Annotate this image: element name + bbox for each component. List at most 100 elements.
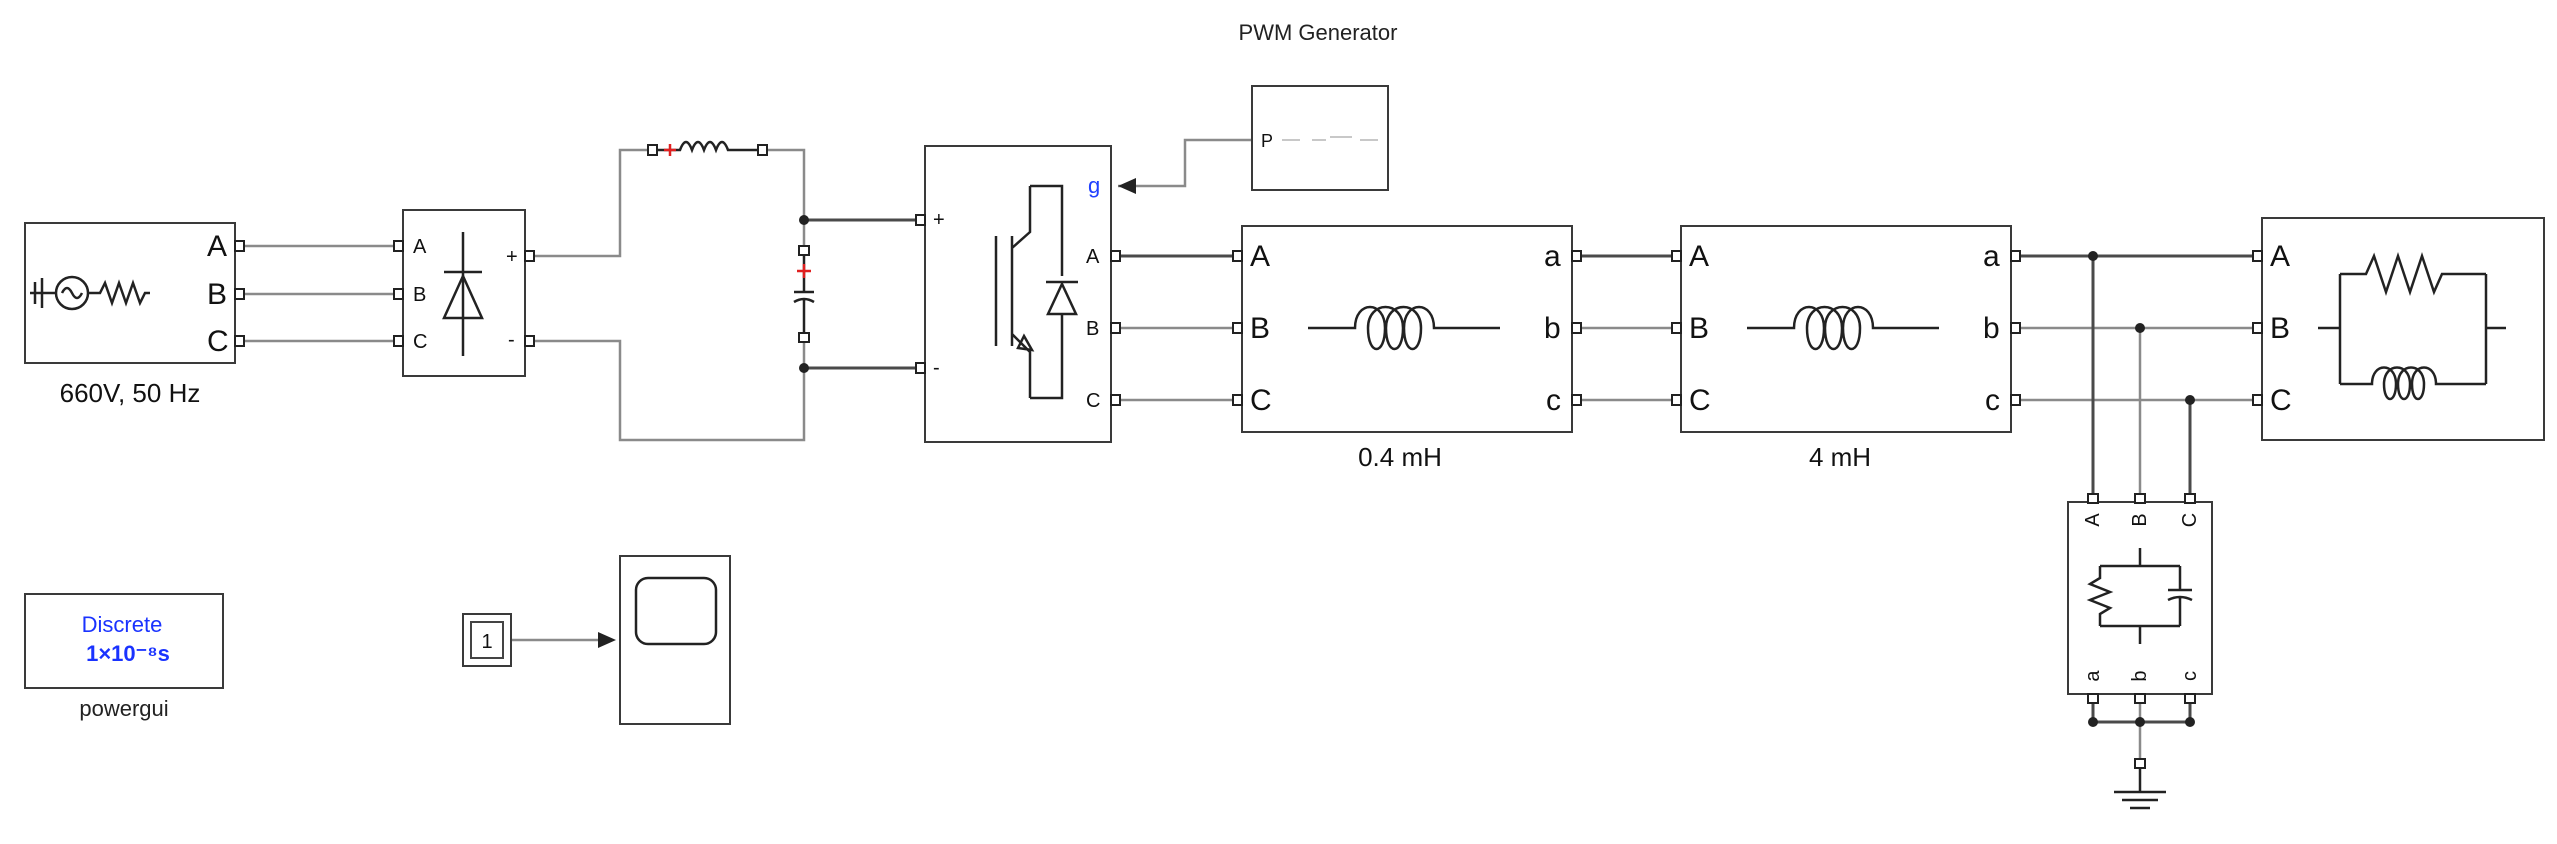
rc-port-top-a[interactable] [2087,493,2099,504]
dc-capacitor-block[interactable] [793,245,815,343]
filter2-port-in-b[interactable] [1671,322,1682,334]
rc-branch-icon [2086,548,2193,644]
powergui-block[interactable]: Discrete 1×10⁻⁸s powergui [24,593,224,721]
load-port-c[interactable] [2252,394,2263,406]
inverter-port-a[interactable] [1110,250,1121,262]
inverter-out-c-label: C [1086,390,1100,412]
source-port-b-label: B [207,278,227,311]
inverter-port-minus[interactable] [915,362,926,374]
ac-source-icon [30,275,150,311]
filter1-port-in-c[interactable] [1232,394,1243,406]
scope-block[interactable] [619,555,731,725]
load-in-a-label: A [2270,240,2290,273]
rc-port-top-b[interactable] [2134,493,2146,504]
filter1-out-a-label: a [1544,240,1561,273]
filter1-block-frame[interactable] [1241,225,1573,433]
rectifier-block[interactable]: A B C + - [393,209,535,377]
rc-port-bottom-b[interactable] [2134,693,2146,704]
wire-pwm-gate [1118,138,1252,188]
junction-dc-minus [799,363,809,373]
source-port-a[interactable] [234,240,245,252]
filter1-caption: 0.4 mH [1358,442,1442,472]
rectifier-port-in-c[interactable] [393,335,404,347]
dc-inductor-port-in[interactable] [647,144,658,156]
load-in-b-label: B [2270,312,2290,345]
igbt-inverter-block[interactable]: + - g A B C [915,145,1121,443]
filter2-inductor-block[interactable]: A B C a b c 4 mH [1671,225,2021,472]
ground-block[interactable] [2114,758,2166,810]
filter1-out-c-label: c [1546,384,1561,417]
rc-shunt-block[interactable]: A B C a b c [2067,493,2213,704]
junction-tap-b [2135,323,2145,333]
ground-icon [2114,768,2166,810]
filter2-block-frame[interactable] [1680,225,2012,433]
load-port-a[interactable] [2252,250,2263,262]
pwm-generator-block[interactable]: PWM Generator P [1239,20,1398,191]
source-port-b[interactable] [234,288,245,300]
inverter-block-frame[interactable] [924,145,1112,443]
filter2-port-out-a[interactable] [2010,250,2021,262]
capacitor-port-bottom[interactable] [798,332,810,343]
junction-dots [799,215,2195,727]
filter1-port-in-a[interactable] [1232,250,1243,262]
arrow-scope-input [598,632,616,648]
junction-tap-a [2088,251,2098,261]
filter2-port-in-a[interactable] [1671,250,1682,262]
junction-dc-plus [799,215,809,225]
junction-rc-b [2135,717,2145,727]
inverter-port-b[interactable] [1110,322,1121,334]
rectifier-port-in-a[interactable] [393,240,404,252]
filter2-in-c-label: C [1689,384,1711,417]
rectifier-in-a-label: A [413,236,427,258]
three-phase-source-block[interactable]: A B C 660V, 50 Hz [24,222,245,408]
rectifier-port-minus[interactable] [524,335,535,347]
rectifier-out-plus-label: + [506,246,518,268]
filter2-port-in-c[interactable] [1671,394,1682,406]
inverter-port-plus[interactable] [915,214,926,226]
powergui-block-frame[interactable] [24,593,224,689]
scope-screen-icon [634,576,718,646]
dc-inductor-port-out[interactable] [757,144,768,156]
powergui-mode: Discrete [82,612,163,637]
rl-load-icon [2318,252,2506,401]
filter2-out-c-label: c [1985,384,2000,417]
dc-inductor-block[interactable] [647,140,768,156]
filter1-in-c-label: C [1250,384,1272,417]
inverter-gate-label: g [1088,173,1100,198]
filter1-port-out-b[interactable] [1571,322,1582,334]
wire-inductor-out [762,148,806,220]
constant-block[interactable]: 1 [462,613,512,667]
filter1-port-in-b[interactable] [1232,322,1243,334]
rc-port-bottom-a[interactable] [2087,693,2099,704]
rc-port-top-c[interactable] [2184,493,2196,504]
rc-bottom-c-label: c [2179,671,2201,681]
inverter-port-c[interactable] [1110,394,1121,406]
rectifier-port-in-b[interactable] [393,288,404,300]
inverter-in-minus-label: - [933,357,940,379]
pwm-block-frame[interactable] [1251,85,1389,191]
filter1-port-out-a[interactable] [1571,250,1582,262]
source-port-c[interactable] [234,335,245,347]
wires [240,138,2253,762]
inductor-polarity-marker [664,144,676,156]
rl-load-block[interactable]: A B C [2252,217,2545,441]
wire-rectifier-minus [530,339,806,442]
rc-bottom-a-label: a [2082,670,2104,682]
constant-inner-frame [470,621,504,659]
load-port-b[interactable] [2252,322,2263,334]
filter2-port-out-c[interactable] [2010,394,2021,406]
filter2-port-out-b[interactable] [2010,322,2021,334]
pwm-waveform-icon [1282,136,1378,141]
rectifier-port-plus[interactable] [524,250,535,262]
filter1-coil-icon [1308,305,1500,350]
ground-port[interactable] [2134,758,2146,769]
capacitor-port-top[interactable] [798,245,810,256]
filter1-inductor-block[interactable]: A B C a b c 0.4 mH [1232,225,1582,472]
rc-port-bottom-c[interactable] [2184,693,2196,704]
powergui-step: 1×10⁻⁸s [86,641,170,666]
igbt-icon [994,184,1078,400]
filter1-port-out-c[interactable] [1571,394,1582,406]
rc-top-c-label: C [2179,513,2201,527]
filter2-out-a-label: a [1983,240,2000,273]
